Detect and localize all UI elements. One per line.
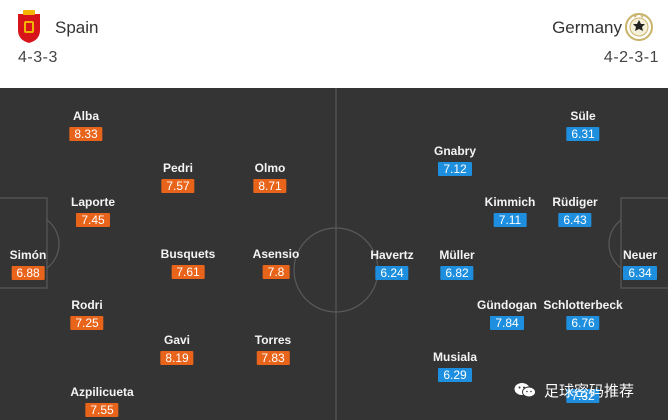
player-name: Torres — [254, 333, 292, 347]
wechat-icon — [514, 382, 536, 398]
player-name: Gündogan — [477, 298, 537, 312]
watermark-text: 足球密码推荐 — [544, 381, 635, 400]
player-home-rodri[interactable]: Rodri 7.25 — [70, 298, 104, 332]
player-home-torres[interactable]: Torres 7.83 — [255, 333, 291, 367]
player-name: Alba — [72, 109, 100, 123]
player-away-muller[interactable]: Müller 6.82 — [439, 248, 475, 282]
player-name: Süle — [570, 109, 596, 123]
player-rating: 7.12 — [438, 162, 472, 176]
player-away-rudiger[interactable]: Rüdiger 6.43 — [552, 195, 598, 229]
away-formation: 4-2-3-1 — [603, 49, 659, 66]
player-name: Gnabry — [433, 144, 477, 158]
player-rating: 6.43 — [558, 213, 592, 227]
player-rating: 7.61 — [171, 265, 205, 279]
player-away-schlotterbeck[interactable]: Schlotterbeck 6.76 — [543, 298, 623, 332]
pitch-lines — [0, 88, 668, 420]
player-rating: 8.71 — [253, 179, 287, 193]
germany-crest-icon — [624, 12, 654, 42]
player-home-olmo[interactable]: Olmo 8.71 — [253, 161, 287, 195]
player-rating: 6.29 — [438, 368, 472, 382]
player-name: Rodri — [71, 298, 103, 312]
player-name: Pedri — [162, 161, 194, 175]
player-name: Kimmich — [484, 195, 536, 209]
player-rating: 7.32 — [566, 389, 600, 403]
home-team-name: Spain — [55, 18, 99, 37]
player-rating: 6.76 — [566, 316, 600, 330]
player-name: Müller — [439, 248, 475, 262]
player-name: Rüdiger — [552, 195, 598, 209]
player-rating: 6.82 — [440, 266, 474, 280]
player-home-laporte[interactable]: Laporte 7.45 — [71, 195, 115, 229]
player-home-pedri[interactable]: Pedri 7.57 — [161, 161, 195, 195]
player-away-musiala[interactable]: Musiala 6.29 — [433, 350, 477, 384]
player-rating: 7.45 — [76, 213, 110, 227]
player-name: Laporte — [70, 195, 116, 209]
home-formation: 4-3-3 — [18, 49, 58, 66]
player-away-kimmich[interactable]: Kimmich 7.11 — [484, 195, 536, 229]
player-rating: 7.84 — [490, 316, 524, 330]
spain-crest-icon — [16, 10, 42, 44]
player-home-simon[interactable]: Simón 6.88 — [9, 248, 47, 282]
away-team-name: Germany — [552, 18, 622, 37]
player-home-gavi[interactable]: Gavi 8.19 — [160, 333, 194, 367]
match-header: Spain 4-3-3 Germany 4-2-3-1 — [0, 0, 668, 88]
player-name: Gavi — [163, 333, 191, 347]
player-away-gundogan[interactable]: Gündogan 7.84 — [477, 298, 537, 332]
player-rating: 7.11 — [493, 213, 527, 227]
player-name: Asensio — [252, 247, 300, 261]
player-name: Busquets — [160, 247, 216, 261]
player-away-havertz[interactable]: Havertz 6.24 — [370, 248, 414, 282]
player-rating: 6.31 — [566, 127, 600, 141]
watermark: 足球密码推荐 — [514, 378, 634, 402]
player-name: Musiala — [432, 350, 478, 364]
player-away-sule[interactable]: Süle 6.31 — [566, 109, 600, 143]
player-home-busquets[interactable]: Busquets 7.61 — [160, 247, 216, 281]
player-home-asensio[interactable]: Asensio 7.8 — [252, 247, 300, 281]
player-name: Azpilicueta — [70, 385, 134, 399]
player-away-neuer[interactable]: Neuer 6.34 — [623, 248, 657, 282]
player-home-azpilicueta[interactable]: Azpilicueta 7.55 — [70, 385, 134, 419]
player-home-alba[interactable]: Alba 8.33 — [69, 109, 103, 143]
player-rating: 7.83 — [256, 351, 290, 365]
player-name: Neuer — [622, 248, 658, 262]
player-rating: 8.33 — [69, 127, 103, 141]
player-rating: 6.24 — [375, 266, 409, 280]
player-name: Olmo — [254, 161, 286, 175]
player-rating: 8.19 — [160, 351, 194, 365]
player-name: Havertz — [370, 248, 414, 262]
player-away-unnamed[interactable]: 7.32 — [566, 385, 600, 405]
player-away-gnabry[interactable]: Gnabry 7.12 — [434, 144, 476, 178]
pitch: Simón 6.88 Alba 8.33 Laporte 7.45 Rodri … — [0, 88, 668, 420]
player-rating: 7.57 — [161, 179, 195, 193]
player-name: Simón — [9, 248, 47, 262]
player-name: Schlotterbeck — [543, 298, 623, 312]
player-rating: 6.34 — [623, 266, 657, 280]
player-rating: 6.88 — [11, 266, 45, 280]
player-rating: 7.8 — [262, 265, 290, 279]
player-rating: 7.25 — [70, 316, 104, 330]
player-rating: 7.55 — [85, 403, 119, 417]
